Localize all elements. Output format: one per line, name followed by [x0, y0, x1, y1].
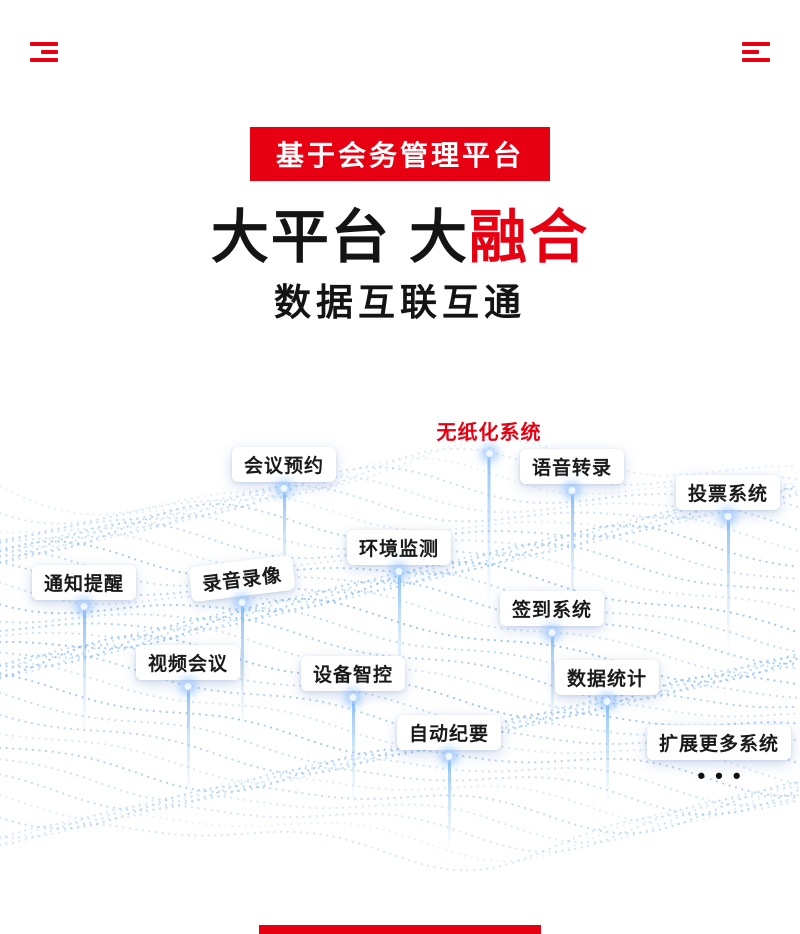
feature-label: 设备智控: [300, 656, 406, 691]
header-badge: 基于会务管理平台: [249, 127, 550, 181]
connector-stem: [548, 629, 556, 733]
glow-dot: [485, 450, 493, 457]
feature-node: 数据统计: [554, 660, 660, 807]
connector-stem: [445, 753, 453, 852]
title-prefix: 大平台 大: [210, 205, 470, 270]
title-accent: 融合: [469, 205, 590, 270]
feature-node: 语音转录: [519, 449, 625, 621]
feature-label: 视频会议: [135, 645, 241, 680]
glow-dot: [184, 683, 192, 690]
header-badge-wrap: 基于会务管理平台: [0, 127, 800, 181]
feature-node: 通知提醒: [31, 565, 137, 737]
glow-dot: [238, 599, 246, 606]
feature-label: 会议预约: [231, 447, 337, 482]
logo-bar: [742, 58, 770, 62]
glow-dot: [80, 603, 88, 610]
feature-label: 投票系统: [675, 475, 781, 510]
feature-node: 视频会议: [135, 645, 241, 797]
subtitle: 数据互联互通: [274, 282, 526, 323]
logo-bar: [742, 42, 770, 46]
logo-left-icon: [30, 42, 58, 62]
glow-dot: [724, 513, 732, 520]
glow-dot: [280, 485, 288, 492]
connector-stem: [485, 450, 493, 609]
logo-bar: [30, 42, 58, 46]
feature-label: 数据统计: [554, 660, 660, 695]
feature-label: 通知提醒: [31, 565, 137, 600]
logo-bar: [742, 50, 759, 54]
feature-label: 录音录像: [188, 554, 296, 603]
glow-dot: [445, 753, 453, 760]
glow-dot: [568, 487, 576, 494]
feature-node: 扩展更多系统 •••: [646, 725, 792, 789]
glow-dot: [349, 694, 357, 701]
feature-label: 扩展更多系统: [646, 725, 792, 760]
feature-label: 自动纪要: [396, 715, 502, 750]
more-systems-dots: •••: [697, 763, 751, 788]
main-title: 大平台 大融合: [0, 190, 800, 274]
feature-node: 设备智控: [300, 656, 406, 803]
feature-label: 签到系统: [499, 591, 605, 626]
logo-right-icon: [742, 42, 770, 62]
feature-node: 投票系统: [675, 475, 781, 652]
glow-dot: [603, 698, 611, 705]
feature-label: 语音转录: [519, 449, 625, 484]
connector-stem: [80, 603, 88, 737]
logo-bar: [41, 50, 58, 54]
connector-stem: [349, 694, 357, 803]
connector-stem: [184, 683, 192, 797]
connector-stem: [724, 513, 732, 652]
feature-node: 自动纪要: [396, 715, 502, 852]
logo-bar: [30, 58, 58, 62]
connector-stem: [238, 599, 246, 733]
glow-dot: [548, 629, 556, 636]
connector-stem: [603, 698, 611, 807]
bottom-accent-bar: [259, 925, 541, 934]
feature-label: 环境监测: [346, 530, 452, 565]
glow-dot: [395, 568, 403, 575]
feature-label: 无纸化系统: [436, 422, 542, 444]
